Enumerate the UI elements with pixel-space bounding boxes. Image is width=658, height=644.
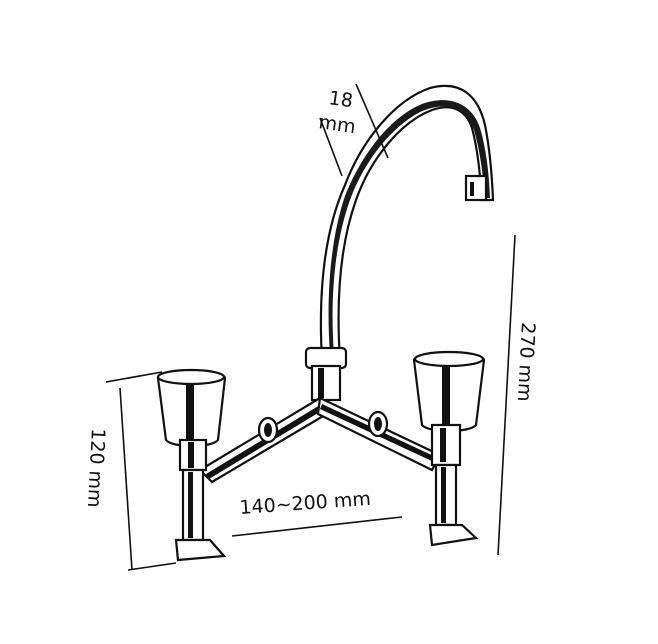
spout-diameter-line-a [355,83,389,159]
handle-height-tick-bottom [127,562,177,571]
handle-height-line [119,387,133,571]
spout-diameter-value: 18 [327,87,354,112]
spacing-dimension-line [231,516,403,537]
gooseneck-spout [319,84,495,362]
left-tap [156,368,227,562]
spout-diameter-line-b [319,117,343,177]
spout-diameter-unit: mm [317,111,357,138]
handle-height-tick-top [105,371,163,383]
tap-spacing-label: 140~200 mm [239,488,372,519]
total-height-label: 270 mm [513,322,539,402]
right-tap [412,350,486,547]
bridge-pipe [198,396,442,484]
height-dimension-line [497,234,516,556]
spout-base [304,346,348,402]
handle-height-label: 120 mm [83,428,109,508]
